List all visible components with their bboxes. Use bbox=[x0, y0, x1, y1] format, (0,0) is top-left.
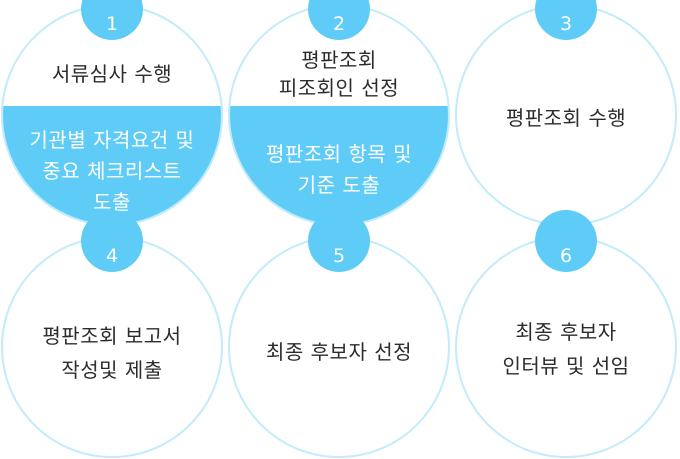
step-6-title-line-2: 인터뷰 및 선임 bbox=[502, 354, 630, 378]
step-2-highlight bbox=[230, 106, 448, 224]
step-5-title: 최종 후보자 선정 bbox=[265, 340, 412, 364]
step-2-circle: 평판조회 피조회인 선정 평판조회 항목 및 기준 도출 bbox=[228, 4, 450, 226]
step-1-detail-line-2: 중요 체크리스트 bbox=[42, 159, 182, 183]
step-5-circle: 최종 후보자 선정 bbox=[228, 236, 450, 458]
step-1-highlight bbox=[3, 106, 221, 224]
step-1-title: 서류심사 수행 bbox=[51, 62, 173, 86]
step-3-title: 평판조회 수행 bbox=[505, 106, 627, 130]
step-2-detail-line-1: 평판조회 항목 및 bbox=[265, 142, 412, 166]
step-5-number-badge: 5 bbox=[308, 210, 370, 272]
step-4-number-badge: 4 bbox=[81, 210, 143, 272]
step-3-circle: 평판조회 수행 bbox=[455, 4, 677, 226]
step-4-title-line-2: 작성및 제출 bbox=[61, 358, 163, 382]
step-2-title-line-1: 평판조회 bbox=[301, 48, 377, 72]
step-1-circle: 서류심사 수행 기관별 자격요건 및 중요 체크리스트 도출 bbox=[1, 4, 223, 226]
step-6-number-badge: 6 bbox=[535, 210, 597, 272]
step-1-detail-line-1: 기관별 자격요건 및 bbox=[29, 128, 195, 152]
step-6-title-line-1: 최종 후보자 bbox=[515, 320, 617, 344]
step-4-title-line-1: 평판조회 보고서 bbox=[42, 324, 182, 348]
step-4-circle: 평판조회 보고서 작성및 제출 bbox=[1, 236, 223, 458]
step-2-title-line-2: 피조회인 선정 bbox=[278, 76, 400, 100]
step-6-circle: 최종 후보자 인터뷰 및 선임 bbox=[455, 236, 677, 458]
step-2-detail-line-2: 기준 도출 bbox=[297, 173, 381, 197]
